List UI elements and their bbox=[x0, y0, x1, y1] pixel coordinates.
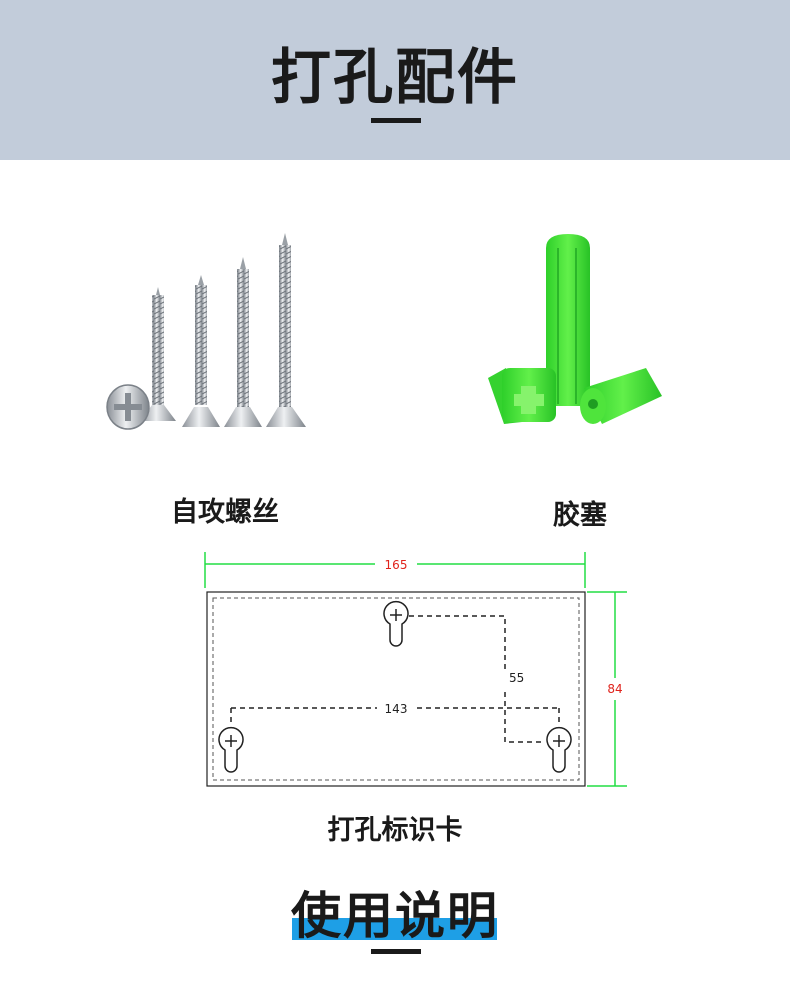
height-dimension: 84 bbox=[587, 591, 627, 787]
caption-screws: 自攻螺丝 bbox=[171, 497, 279, 528]
plug-lying-left bbox=[488, 368, 556, 424]
title-underline bbox=[371, 118, 421, 123]
page-title: 打孔配件 bbox=[271, 43, 519, 113]
usage-title-highlight bbox=[292, 918, 497, 940]
hole-positioning-diagram: 165 84 55 143 bbox=[204, 552, 627, 787]
caption-hole-card: 打孔标识卡 bbox=[327, 815, 463, 846]
keyhole-top bbox=[383, 600, 409, 647]
usage-title: 使用说明 bbox=[291, 887, 499, 945]
caption-plugs: 胶塞 bbox=[553, 500, 607, 531]
header-banner bbox=[0, 0, 790, 160]
keyhole-bottom-right bbox=[546, 726, 572, 773]
horizontal-spacing-label: 143 bbox=[385, 702, 408, 716]
wall-plugs-image bbox=[488, 234, 662, 424]
card-inner-dashed bbox=[212, 597, 580, 781]
screw-4 bbox=[266, 233, 306, 427]
keyhole-bottom-left bbox=[218, 726, 244, 773]
usage-title-underline bbox=[371, 949, 421, 954]
height-label: 84 bbox=[607, 682, 622, 696]
screws-image bbox=[106, 233, 306, 430]
plug-lying-right bbox=[580, 368, 662, 424]
horizontal-spacing-dimension bbox=[230, 707, 560, 724]
usage-section-heading: 使用说明 bbox=[0, 884, 790, 948]
card-outline bbox=[206, 591, 586, 787]
screw-2 bbox=[182, 275, 220, 427]
screw-head bbox=[106, 384, 150, 430]
screw-3 bbox=[224, 257, 262, 427]
width-label: 165 bbox=[385, 558, 408, 572]
width-dimension: 165 bbox=[204, 552, 586, 588]
plug-standing bbox=[546, 234, 590, 406]
vertical-offset-label: 55 bbox=[509, 671, 524, 685]
vertical-offset-dimension bbox=[409, 615, 545, 743]
